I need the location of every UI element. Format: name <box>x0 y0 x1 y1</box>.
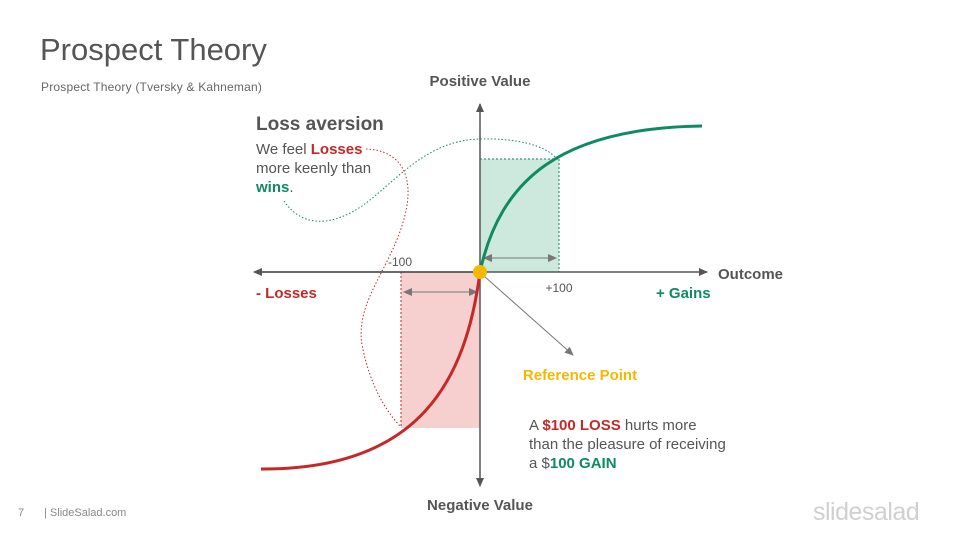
loss-aversion-body: We feel Losses more keenly than wins. <box>256 140 426 197</box>
note-p2: hurts more than the pleasure of receivin… <box>529 417 726 472</box>
losses-connector <box>360 148 409 427</box>
losses-label: - Losses <box>256 285 317 302</box>
loss-curve <box>260 271 482 471</box>
la-wins-word: wins <box>256 179 290 196</box>
slide-subtitle: Prospect Theory (Tversky & Kahneman) <box>41 80 263 94</box>
page-number: 7 <box>18 507 25 519</box>
gain-area <box>480 159 559 272</box>
reference-point-label: Reference Point <box>523 367 637 384</box>
note-p1: A <box>529 417 543 434</box>
la-line3-post: . <box>289 179 294 196</box>
note-loss: $100 LOSS <box>542 417 621 434</box>
loss-gain-note: A $100 LOSS hurts more than the pleasure… <box>529 416 729 473</box>
slide-title: Prospect Theory <box>40 32 267 67</box>
gain-curve <box>478 124 703 273</box>
reference-pointer-arrow <box>483 275 574 356</box>
wins-connector <box>283 138 557 222</box>
reference-point-dot <box>473 265 487 279</box>
brand-logo: slidesalad <box>813 498 920 526</box>
la-losses-word: Losses <box>310 141 363 158</box>
loss-area <box>401 272 480 428</box>
note-gain: 100 GAIN <box>549 455 617 472</box>
x-axis-label: Outcome <box>718 266 783 283</box>
loss-aversion-title: Loss aversion <box>256 114 384 135</box>
tick-pos-label: +100 <box>545 281 572 295</box>
y-negative-label: Negative Value <box>427 497 533 514</box>
gains-label: + Gains <box>656 285 711 302</box>
la-line1-pre: We feel <box>256 141 311 158</box>
tick-neg-label: -100 <box>388 255 412 269</box>
y-positive-label: Positive Value <box>430 73 531 90</box>
loss-aversion-callout: Loss aversion We feel Losses more keenly… <box>256 114 426 197</box>
footer-site-link[interactable]: | SlideSalad.com <box>44 507 127 519</box>
la-line2: more keenly than <box>256 160 372 177</box>
